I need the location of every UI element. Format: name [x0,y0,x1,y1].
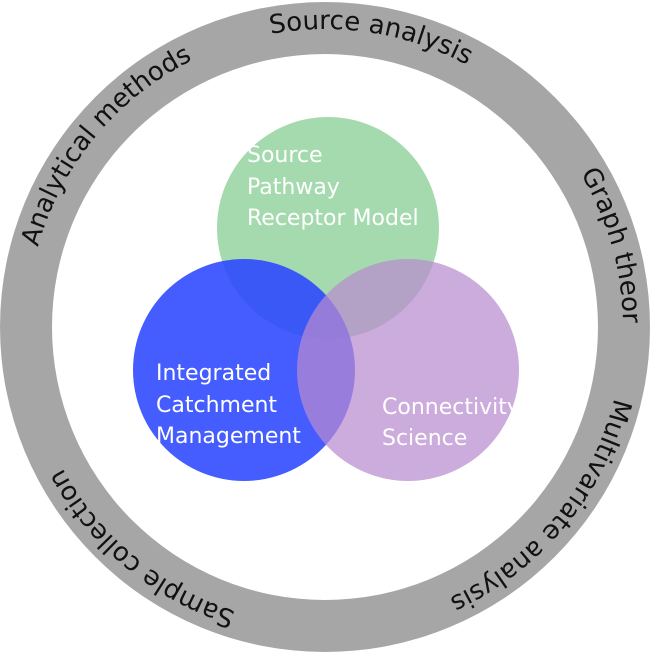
connectivity-line-2: Science [382,426,467,451]
circle-connectivity-science [297,259,519,481]
integrated-line-2: Catchment [156,393,277,418]
integrated-line-1: Integrated [156,361,271,386]
source-line-2: Pathway [247,175,340,200]
source-line-3: Receptor Model [247,206,419,231]
label-source-pathway-receptor: Source Pathway Receptor Model [247,143,419,231]
connectivity-line-1: Connectivity [382,395,520,420]
source-line-1: Source [247,143,323,168]
label-integrated-catchment: Integrated Catchment Management [156,361,301,449]
circle-integrated-catchment [133,259,355,481]
integrated-line-3: Management [156,424,301,449]
label-connectivity-science: Connectivity Science [382,395,527,451]
